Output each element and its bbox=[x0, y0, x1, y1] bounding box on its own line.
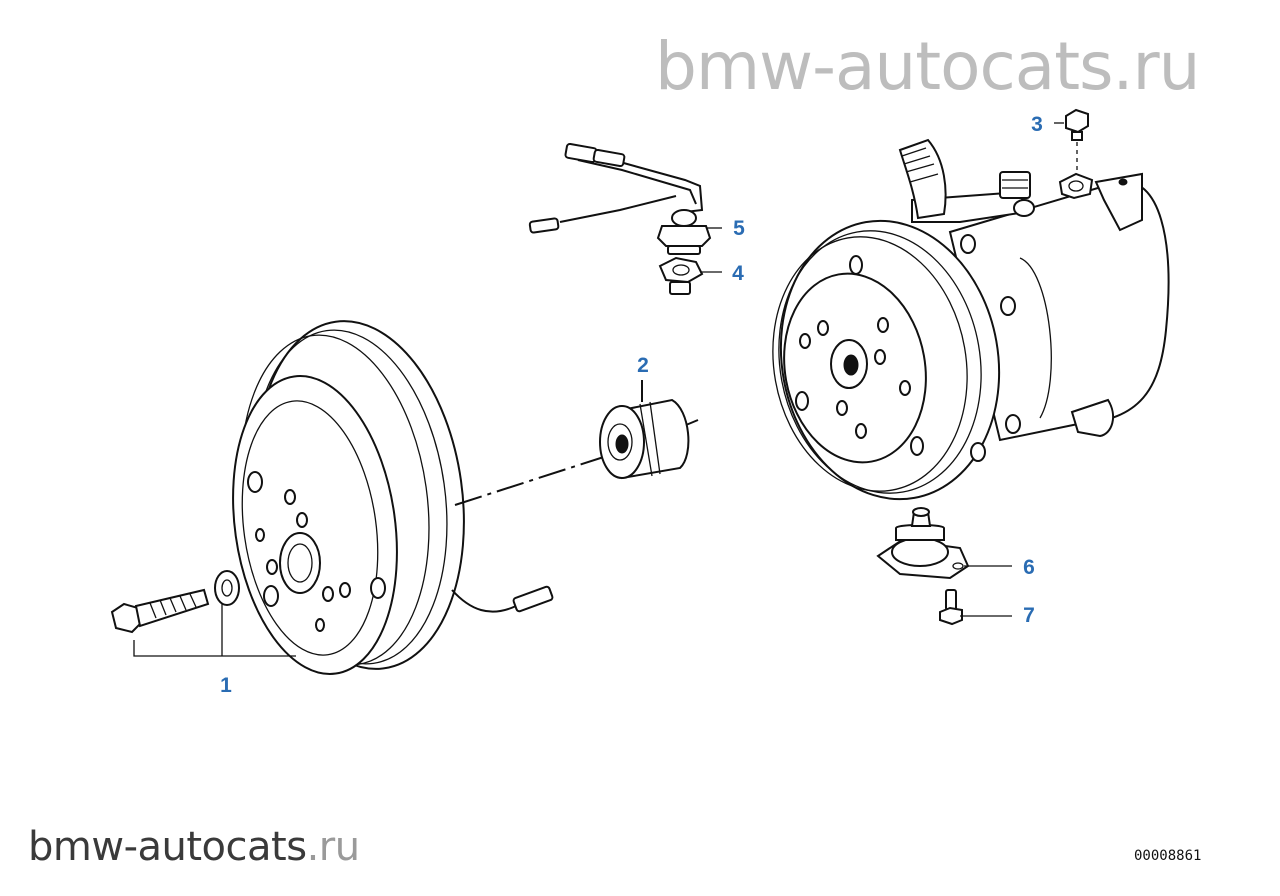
callout-3[interactable]: 3 bbox=[1031, 113, 1043, 136]
watermark-top: bmw-autocats.ru bbox=[655, 28, 1200, 105]
bolt[interactable] bbox=[110, 588, 210, 634]
callout-2[interactable]: 2 bbox=[637, 354, 649, 377]
watermark-bottom-tld: .ru bbox=[306, 824, 361, 870]
callout-4[interactable]: 4 bbox=[732, 262, 744, 285]
nut[interactable] bbox=[658, 256, 704, 295]
mounting-screw[interactable] bbox=[939, 589, 963, 626]
washer[interactable] bbox=[214, 570, 240, 606]
rubber-mount[interactable] bbox=[876, 507, 970, 580]
watermark-bottom-name: bmw-autocats bbox=[28, 824, 307, 870]
diagram-code: 00008861 bbox=[1134, 848, 1202, 864]
coil-bushing[interactable] bbox=[599, 380, 690, 480]
callout-7[interactable]: 7 bbox=[1023, 604, 1035, 627]
clutch-pulley[interactable] bbox=[215, 308, 554, 685]
callout-5[interactable]: 5 bbox=[733, 217, 745, 240]
callout-6[interactable]: 6 bbox=[1023, 556, 1035, 579]
callout-1[interactable]: 1 bbox=[220, 674, 232, 697]
leader-lines bbox=[700, 122, 1064, 617]
compressor[interactable] bbox=[753, 138, 1170, 517]
callout-1-bracket bbox=[133, 604, 296, 657]
axis-line bbox=[454, 454, 611, 506]
pressure-switch[interactable] bbox=[528, 142, 712, 255]
watermark-bottom: bmw-autocats.ru bbox=[28, 824, 360, 870]
screw-plug[interactable] bbox=[1065, 108, 1089, 141]
